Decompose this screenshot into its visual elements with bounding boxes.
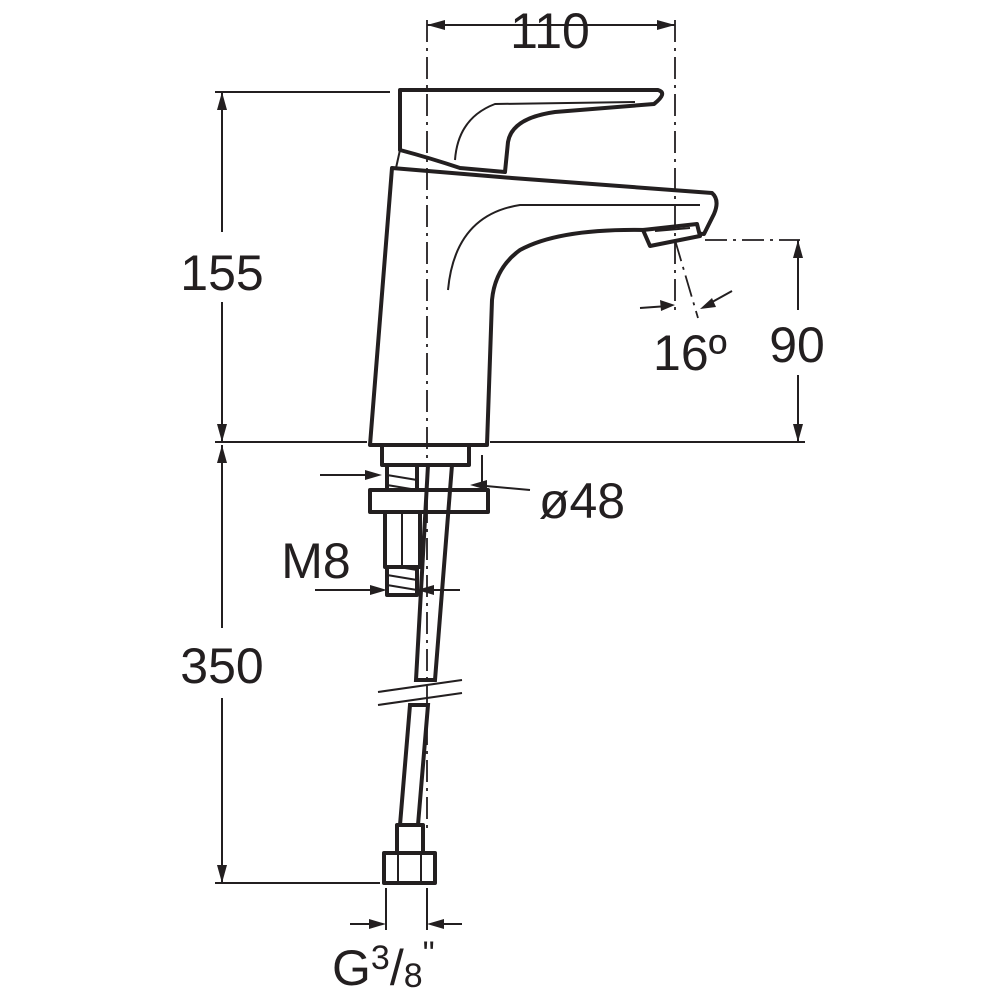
dimension-110: [427, 20, 675, 30]
connection-denominator: 8: [404, 957, 423, 995]
dimension-90: [490, 240, 805, 443]
spout-angle-axis: [674, 239, 699, 319]
dimension-155: [215, 91, 390, 443]
label-m8: M8: [281, 533, 350, 589]
connection-slash: /: [390, 940, 404, 996]
faucet-body: [368, 88, 719, 447]
mounting-assembly: [368, 443, 490, 597]
dimension-connection: [350, 888, 462, 930]
flexible-hose: [377, 463, 463, 885]
lever-handle: [398, 88, 665, 174]
label-155: 155: [180, 245, 263, 301]
dimension-350: [215, 445, 380, 884]
label-110: 110: [510, 3, 590, 59]
dimension-thread: [315, 585, 460, 595]
connection-suffix: ": [423, 935, 435, 973]
spout-contour-line: [447, 204, 700, 291]
label-diameter-48: ø48: [539, 473, 625, 529]
dimension-diameter: [320, 455, 531, 491]
connection-prefix: G: [332, 940, 371, 996]
aerator: [641, 222, 702, 248]
connection-numerator: 3: [371, 939, 390, 977]
faucet-spout-body: [368, 166, 719, 447]
label-connection: G3/8": [332, 935, 435, 996]
label-16-degrees: 16º: [653, 325, 727, 381]
hex-connector: [382, 851, 437, 885]
dimension-angle: [639, 290, 733, 311]
handle-contour-line: [454, 101, 636, 161]
hose-ferrule: [395, 823, 425, 855]
base-plate: [380, 443, 471, 467]
fixing-washer: [368, 488, 490, 514]
label-350: 350: [180, 638, 263, 694]
hose-break-symbol: [377, 679, 463, 706]
label-90: 90: [769, 317, 825, 373]
